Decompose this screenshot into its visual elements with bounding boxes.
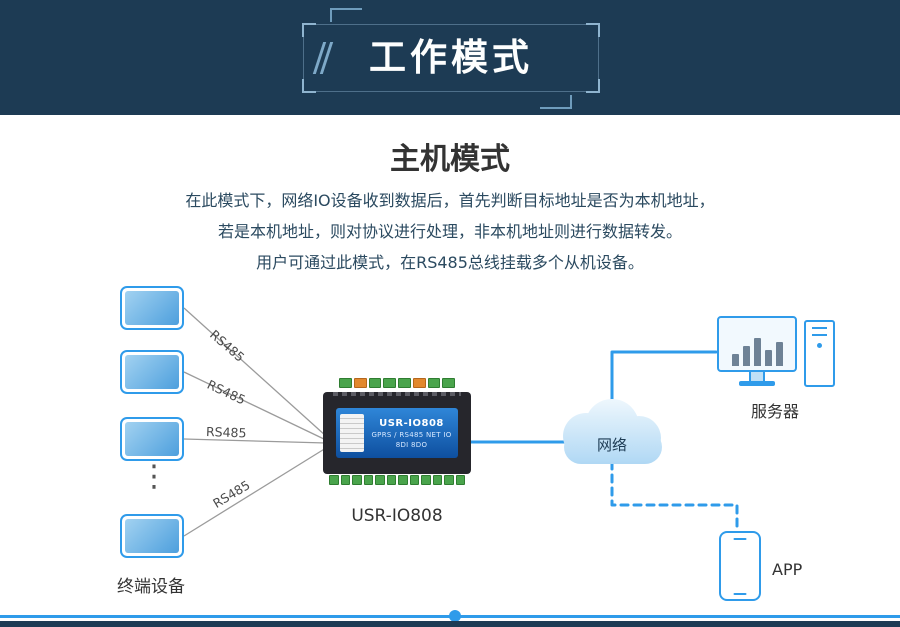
rs485-label: RS485 [207, 326, 248, 365]
server-tower-icon [804, 320, 835, 387]
description: 在此模式下，网络IO设备收到数据后，首先判断目标地址是否为本机地址， 若是本机地… [0, 185, 900, 278]
page-title: 工作模式 [369, 36, 533, 79]
rs485-label: RS485 [210, 477, 253, 511]
terminal-block-top [339, 378, 455, 388]
device-model: USR-IO808 [379, 417, 444, 429]
footer-band [0, 621, 900, 627]
tablet-screen [125, 422, 179, 456]
header-banner: 工作模式 [0, 0, 900, 115]
device-panel-line: 8DI 8DO [395, 440, 428, 449]
device-panel-text: USR-IO808 GPRS / RS485 NET IO 8DI 8DO [369, 418, 454, 449]
rs485-label: RS485 [204, 376, 248, 408]
tablet-screen [125, 355, 179, 389]
io-device: USR-IO808 GPRS / RS485 NET IO 8DI 8DO [323, 378, 471, 485]
description-line: 在此模式下，网络IO设备收到数据后，首先判断目标地址是否为本机地址， [185, 191, 715, 210]
frame-ornament-top-left-icon [330, 8, 362, 22]
ellipsis-dots: ⋮ [139, 459, 169, 494]
frame-corner-icon [302, 23, 316, 37]
device-body: USR-IO808 GPRS / RS485 NET IO 8DI 8DO [323, 392, 471, 474]
terminal-device [120, 286, 184, 330]
title-frame: 工作模式 [302, 23, 600, 93]
description-line: 若是本机地址，则对协议进行处理，非本机地址则进行数据转发。 [217, 222, 682, 241]
tablet-screen [125, 291, 179, 325]
phone-icon [719, 531, 761, 601]
monitor-base [739, 381, 775, 386]
terminal-device [120, 417, 184, 461]
terminal-device [120, 350, 184, 394]
section-title: 主机模式 [390, 142, 510, 177]
device-caption: USR-IO808 [351, 506, 443, 526]
power-button-icon [817, 343, 822, 348]
terminal-devices-label: 终端设备 [117, 577, 185, 597]
frame-corner-icon [302, 79, 316, 93]
network-label: 网络 [596, 436, 627, 454]
frame-corner-icon [586, 79, 600, 93]
terminal-device [120, 514, 184, 558]
monitor-screen [717, 316, 797, 372]
device-silkscreen [333, 392, 461, 396]
device-front-panel: USR-IO808 GPRS / RS485 NET IO 8DI 8DO [336, 408, 458, 458]
footer-dot-icon [449, 610, 461, 622]
tablet-screen [125, 519, 179, 553]
rs485-bus-lines [183, 307, 327, 537]
device-panel-line: GPRS / RS485 NET IO [371, 430, 452, 439]
rs485-label: RS485 [205, 424, 247, 441]
phone-speaker-icon [733, 538, 747, 540]
description-line: 用户可通过此模式，在RS485总线挂载多个从机设备。 [256, 253, 644, 272]
monitor-stand [749, 372, 765, 381]
frame-corner-icon [586, 23, 600, 37]
app-label: APP [772, 560, 803, 579]
phone-home-icon [733, 593, 747, 595]
frame-ornament-bottom-right-icon [540, 95, 572, 109]
device-sticker [340, 414, 364, 452]
terminal-block-bottom [329, 475, 465, 485]
server-label: 服务器 [750, 402, 799, 421]
server-monitor-icon [717, 316, 797, 386]
